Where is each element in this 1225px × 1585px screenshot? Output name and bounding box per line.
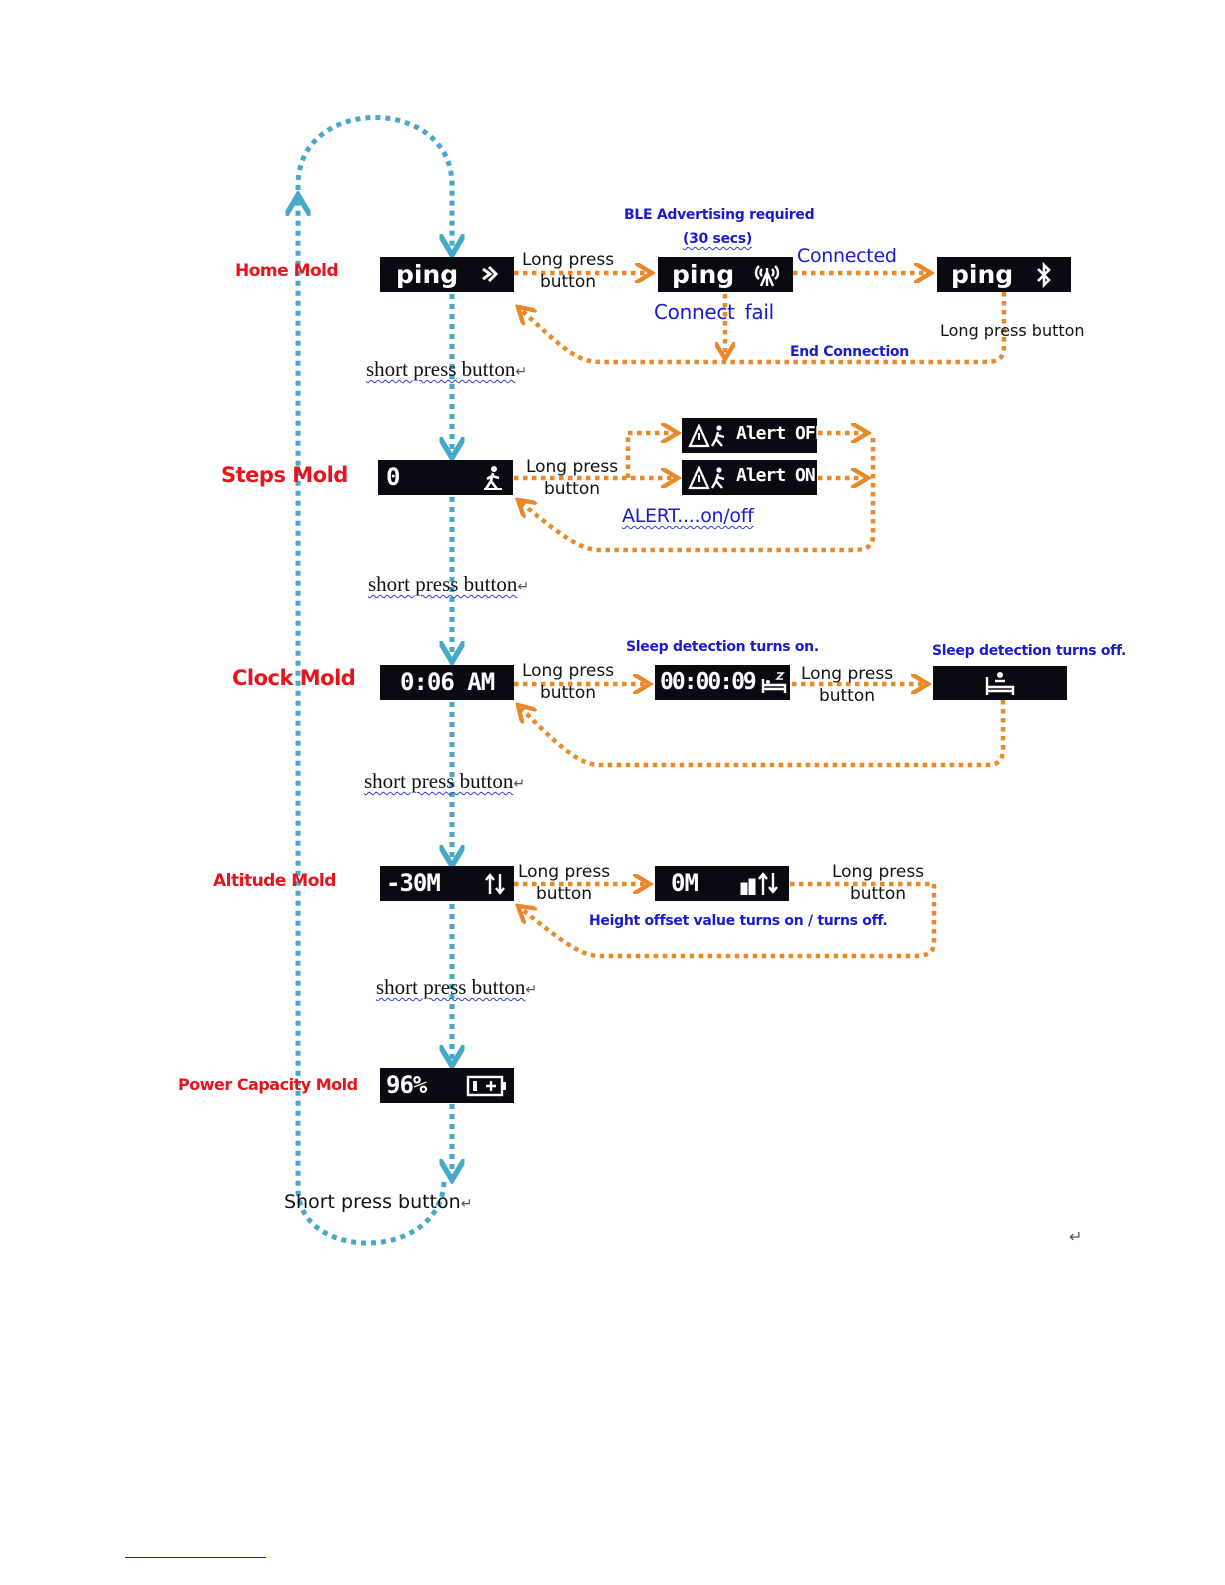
- sleep-off-icon: [983, 669, 1017, 700]
- long-press-line2: button: [543, 479, 601, 499]
- short-press-text-2: short press button: [368, 572, 518, 596]
- clock-screen: 0:06 AM: [380, 665, 514, 700]
- alert-off-screen: Alert OFF: [682, 418, 817, 453]
- bluetooth-icon: [1035, 261, 1053, 291]
- short-press-loop: [295, 115, 452, 1246]
- long-press-line1: Long press: [521, 661, 615, 681]
- clock-long-press-label: Long press button: [516, 660, 620, 704]
- long-press-line2: button: [539, 272, 597, 292]
- altitude-screen: -30M: [380, 866, 514, 901]
- alert-off-text: Alert OFF: [736, 423, 817, 444]
- sleep-return-arrow: [518, 700, 1006, 768]
- long-press-line1: Long press: [525, 457, 619, 477]
- short-press-text-1: short press button: [366, 357, 516, 381]
- footnote-rule: [125, 1557, 266, 1558]
- warning-walker-icon: [688, 423, 730, 451]
- sleep-on-label: Sleep detection turns on.: [626, 639, 819, 655]
- height-offset-icon: [739, 871, 779, 900]
- long-press-line1: Long press: [831, 862, 925, 882]
- altitude-screen-text: -30M: [386, 869, 441, 897]
- long-press-line1: Long press: [517, 862, 611, 882]
- alert-toggle-label: ALERT....on/off: [622, 505, 754, 527]
- short-press-label-5: Short press button↵: [284, 1191, 473, 1213]
- altitude-return-arrow: [518, 881, 937, 959]
- ble-duration-label: (30 secs): [683, 231, 752, 247]
- alert-return-arrow: [518, 438, 876, 553]
- advertising-screen: ping: [658, 257, 793, 292]
- short-press-label-4: short press button↵: [376, 975, 538, 999]
- short-press-label-3: short press button↵: [364, 769, 526, 793]
- connected-label: Connected: [797, 245, 897, 267]
- long-press-line1: Long press: [521, 250, 615, 270]
- connect-fail-label: Connect fail: [654, 300, 774, 324]
- signal-icon: [480, 263, 500, 288]
- altitude-long-press-label: Long press button: [512, 861, 616, 905]
- short-press-label-2: short press button↵: [368, 572, 530, 596]
- clock-mode-label: Clock Mold: [232, 666, 356, 690]
- walking-icon: [482, 465, 504, 494]
- steps-long-press-label: Long press button: [520, 456, 624, 500]
- alert-on-screen: Alert ON: [682, 460, 817, 495]
- steps-screen: 0: [378, 460, 513, 495]
- short-press-text-5: Short press button: [284, 1191, 461, 1213]
- long-press-line2: button: [535, 884, 593, 904]
- home-screen: ping: [380, 257, 514, 292]
- steps-to-alert-off-arrow: [625, 433, 678, 478]
- short-press-label-1: short press button↵: [366, 357, 528, 381]
- altitude-offset-text: 0M: [671, 869, 699, 897]
- power-screen-text: 96%: [386, 1071, 427, 1099]
- sleep-bed-icon: [761, 671, 787, 698]
- steps-screen-text: 0: [386, 463, 401, 491]
- sleep-timer-text: 00:00:09: [660, 669, 757, 695]
- height-offset-label: Height offset value turns on / turns off…: [589, 913, 888, 929]
- home-mode-label: Home Mold: [235, 261, 339, 281]
- sleep-off-label: Sleep detection turns off.: [932, 643, 1127, 659]
- alert-on-text: Alert ON: [736, 465, 816, 486]
- clock-screen-text: 0:06 AM: [400, 668, 495, 696]
- long-press-line2: button: [818, 686, 876, 706]
- advertising-screen-text: ping: [672, 260, 735, 289]
- loop-top-arc: [295, 115, 452, 256]
- steps-mode-label: Steps Mold: [221, 463, 348, 487]
- antenna-icon: [753, 262, 781, 291]
- home-long-press-label: Long press button: [514, 249, 622, 293]
- home-screen-text: ping: [396, 260, 459, 289]
- long-press-line2: button: [539, 683, 597, 703]
- return-mark: ↵: [1069, 1229, 1083, 1246]
- warning-walker-icon: [688, 465, 730, 493]
- end-connection-return-arrow: [518, 292, 1007, 365]
- loop-left-return: [298, 195, 447, 1246]
- connected-screen-text: ping: [951, 260, 1014, 289]
- end-connection-label: End Connection: [790, 344, 909, 360]
- altitude-offset-screen: 0M: [655, 866, 789, 901]
- altitude-arrows-icon: [484, 872, 506, 899]
- altitude-mode-label: Altitude Mold: [213, 871, 336, 891]
- power-mode-label: Power Capacity Mold: [178, 1075, 358, 1094]
- connected-screen: ping: [937, 257, 1071, 292]
- power-screen: 96%: [380, 1068, 514, 1103]
- long-press-arrows: [514, 273, 1007, 959]
- sleep-long-press-label: Long press button: [795, 663, 899, 707]
- long-press-line2: button: [849, 884, 907, 904]
- short-press-text-3: short press button: [364, 769, 514, 793]
- connected-long-press-label: Long press button: [940, 321, 1085, 340]
- sleep-off-screen: [933, 666, 1067, 700]
- battery-icon: [466, 1075, 508, 1100]
- offset-long-press-label: Long press button: [826, 861, 930, 905]
- ble-advertising-label: BLE Advertising required: [624, 207, 815, 223]
- sleep-timer-screen: 00:00:09: [655, 665, 790, 700]
- long-press-line1: Long press: [800, 664, 894, 684]
- short-press-text-4: short press button: [376, 975, 526, 999]
